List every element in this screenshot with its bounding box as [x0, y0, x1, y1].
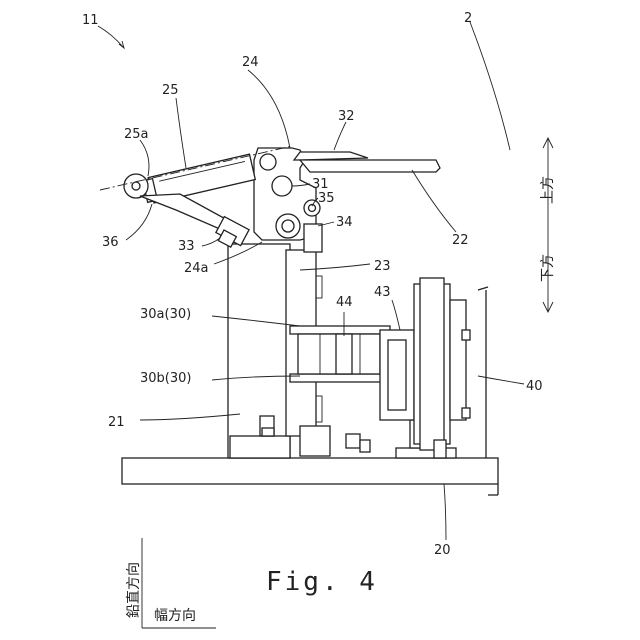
guide-30a: [290, 326, 390, 334]
sheet-22: [300, 160, 440, 172]
label-30a: 30a(30): [140, 307, 191, 322]
label-34: 34: [336, 215, 353, 230]
label-25: 25: [162, 83, 179, 98]
label-32: 32: [338, 109, 355, 124]
label-35: 35: [318, 191, 335, 206]
label-up: 上方: [540, 176, 556, 204]
label-30b: 30b(30): [140, 371, 191, 386]
label-21: 21: [108, 415, 125, 430]
label-vertical-direction: 鉛直方向: [125, 562, 142, 618]
label-11: 11: [82, 13, 99, 28]
label-36: 36: [102, 235, 119, 250]
base-plate: [122, 458, 498, 484]
label-20: 20: [434, 543, 451, 558]
figure-caption: Fig. 4: [266, 567, 378, 597]
label-23: 23: [374, 259, 391, 274]
label-44: 44: [336, 295, 353, 310]
label-31: 31: [312, 177, 329, 192]
label-width-direction: 幅方向: [154, 608, 196, 624]
label-2: 2: [464, 11, 472, 26]
label-22: 22: [452, 233, 469, 248]
guide-30b: [290, 374, 390, 382]
label-33: 33: [178, 239, 195, 254]
label-40: 40: [526, 379, 543, 394]
stand: [228, 244, 290, 458]
label-down: 下方: [540, 254, 556, 282]
guide-plate-32: [294, 152, 368, 160]
label-25a: 25a: [124, 127, 149, 142]
label-43: 43: [374, 285, 391, 300]
label-24a: 24a: [184, 261, 209, 276]
label-24: 24: [242, 55, 259, 70]
